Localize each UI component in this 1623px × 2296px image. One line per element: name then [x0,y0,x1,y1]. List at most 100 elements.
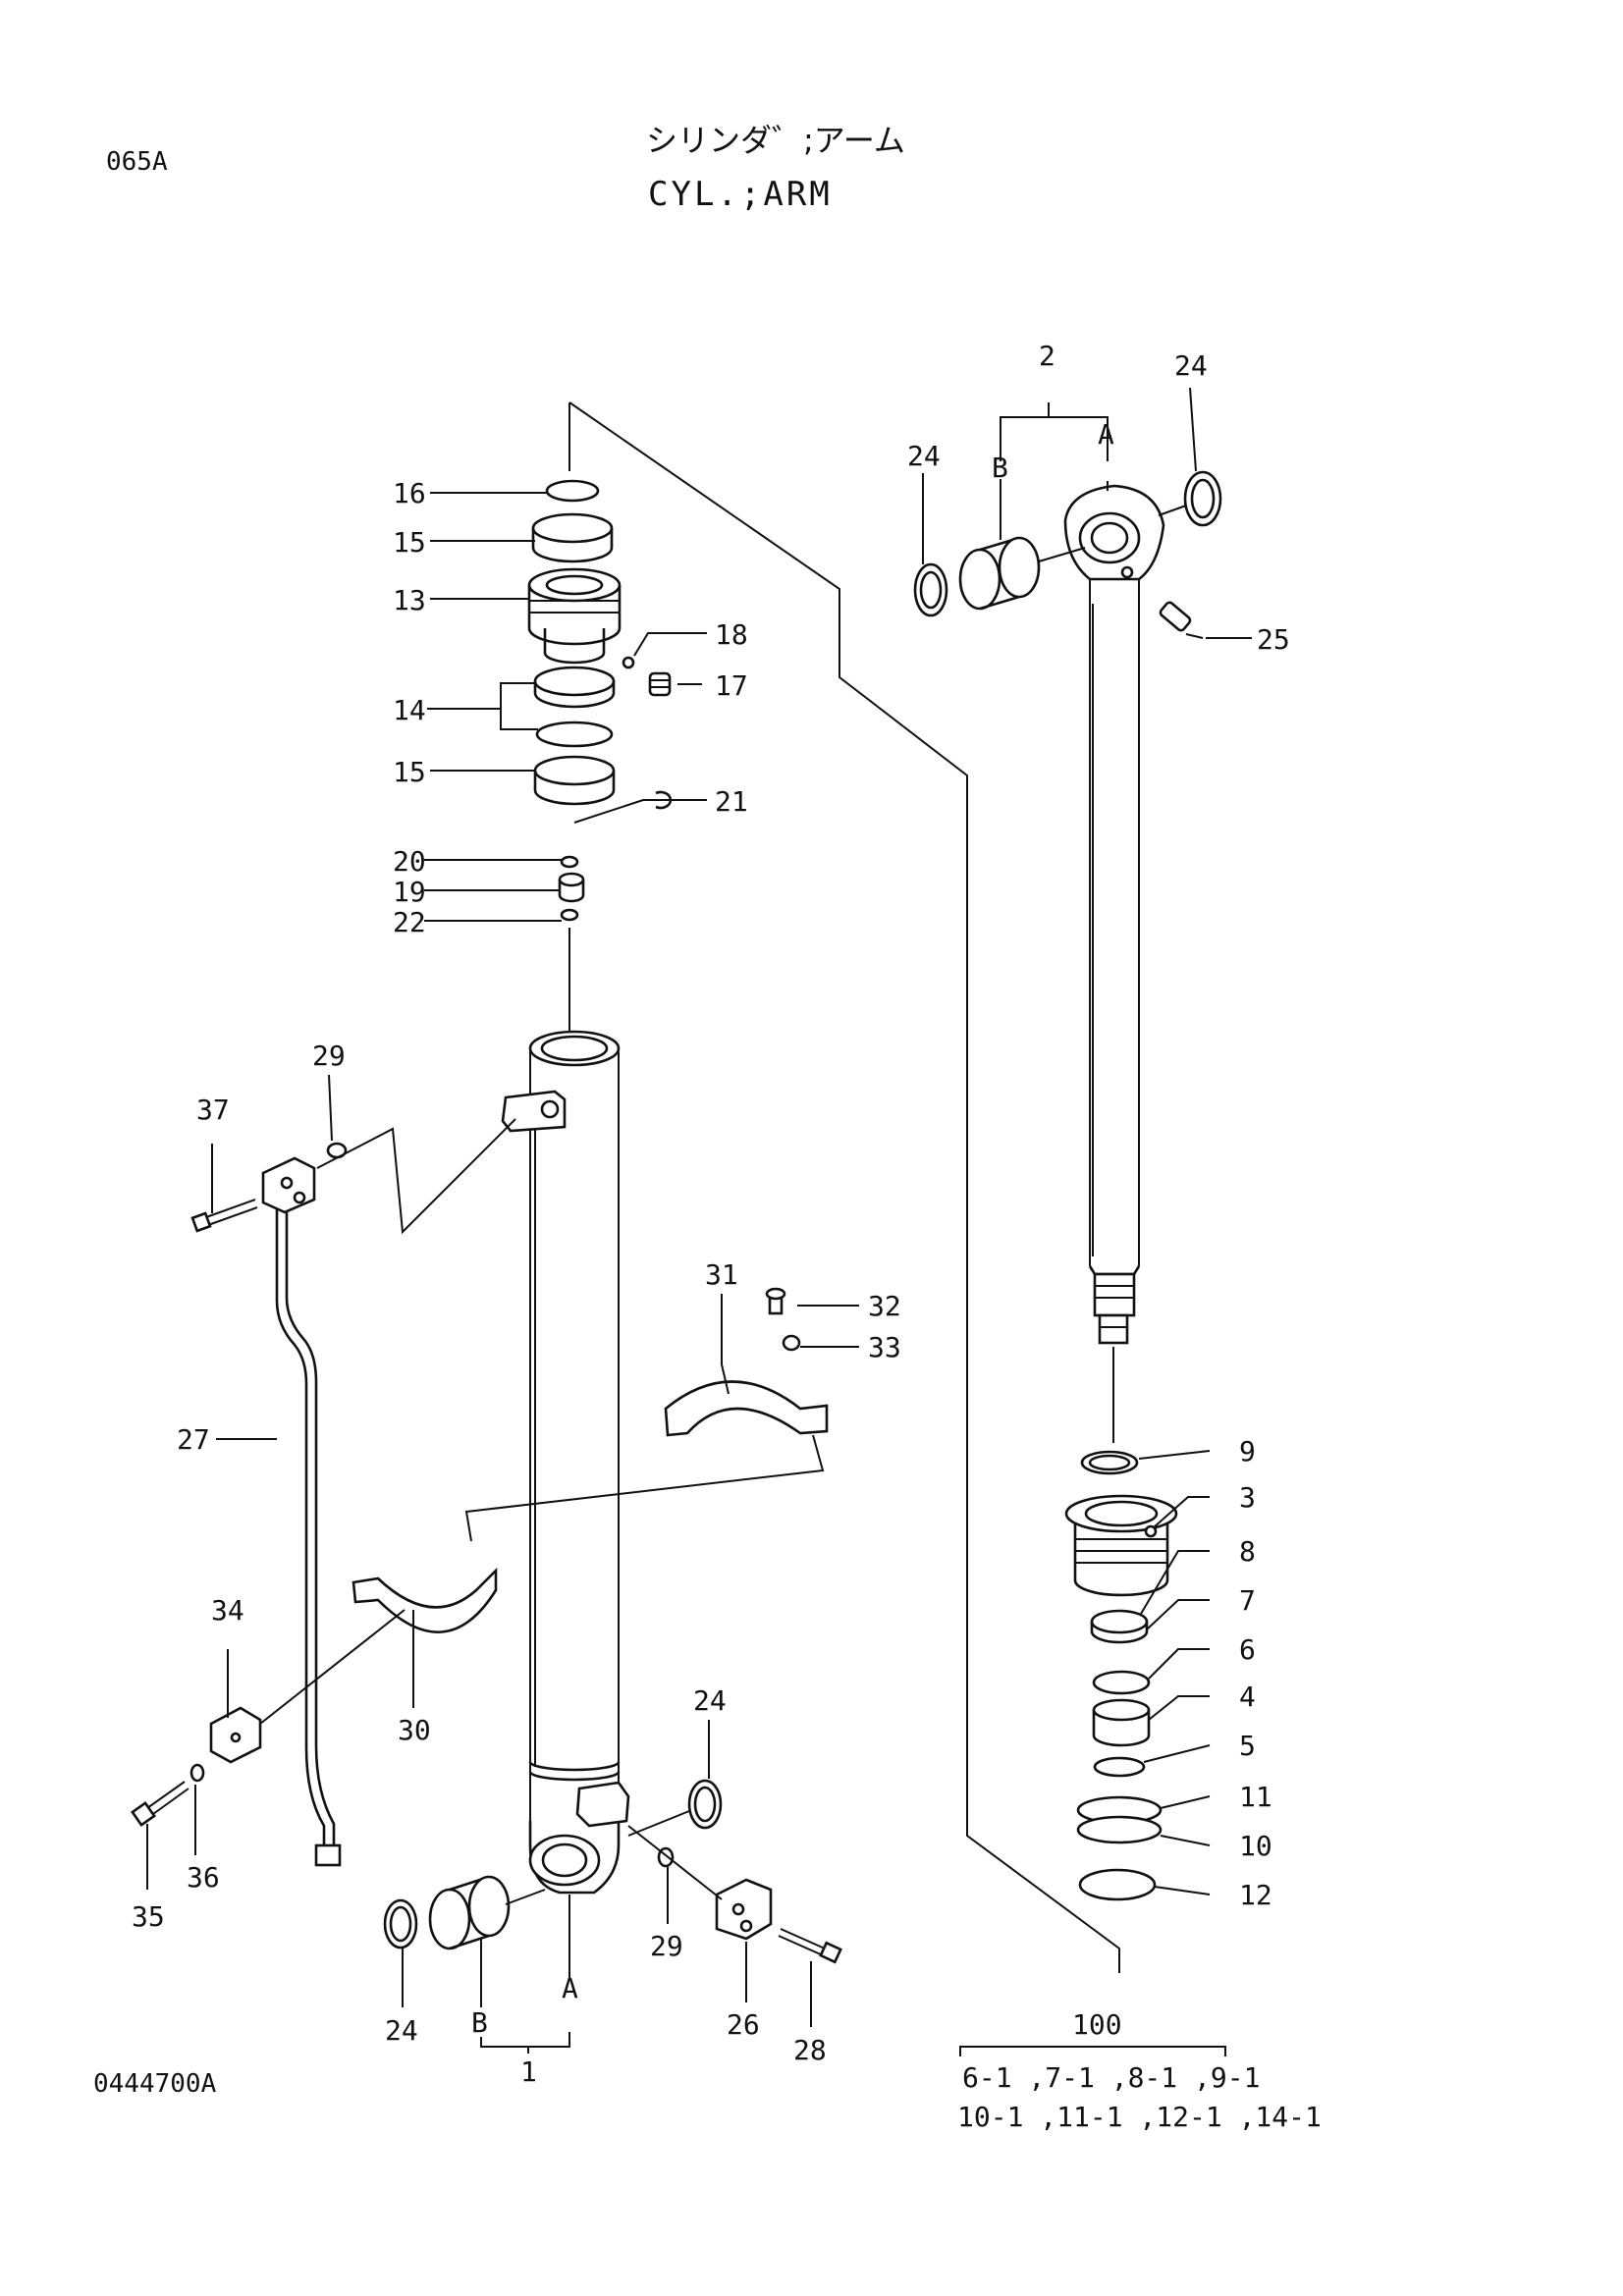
callout-9: 9 [1239,1435,1256,1468]
seal-bottom-right-axis [627,1810,690,1837]
callout-A-bottom: A [562,1972,578,2004]
part-28-bolt [778,1928,842,1964]
pipe-connection-line-top [316,1118,516,1235]
callout-5: 5 [1239,1730,1256,1762]
part-4-bushing [1092,1698,1151,1747]
callout-7: 7 [1239,1584,1256,1617]
title-english: CYL.;ARM [648,175,833,214]
callout-A-top: A [1098,418,1114,451]
callout-2: 2 [1039,340,1055,372]
title-japanese: シリンダ゛;アーム [646,122,905,159]
piston-rod [1063,484,1165,1345]
flange-block-connection-line [627,1825,723,1900]
callout-25: 25 [1257,623,1290,656]
callout-31: 31 [705,1258,738,1291]
part-24-seal-top-right [1183,470,1222,527]
callout-27: 27 [177,1423,210,1456]
callout-21: 21 [715,785,748,818]
part-7-seal [1090,1609,1149,1644]
callout-B-bottom: B [471,2006,488,2039]
part-35-bolt [131,1781,189,1827]
callout-26: 26 [727,2008,760,2041]
part-15-wear-ring-lower [533,755,616,806]
part-22-ring [560,908,579,922]
bracket-30-leader [254,1609,406,1729]
callout-4: 4 [1239,1681,1256,1713]
kit-number: 100 [1072,2008,1122,2041]
part-32-bolt [765,1287,786,1315]
part-16-shim [545,479,600,503]
callout-24-bottom: 24 [385,2014,418,2047]
callout-12: 12 [1239,1879,1272,1911]
part-5-ring [1093,1756,1146,1778]
assembly-flow-line [568,401,1120,1973]
leader-lines [146,387,1252,2056]
callout-33: 33 [868,1331,901,1363]
callout-17: 17 [715,669,748,702]
part-37-bolt [190,1199,258,1233]
bushing-top-axis [1038,547,1086,562]
pipe-flange-block [261,1156,316,1214]
part-36-washer [189,1763,205,1783]
part-9-ring [1080,1450,1139,1475]
part-25-grease-fitting [1159,601,1204,639]
part-34-block [209,1706,262,1764]
callout-34: 34 [211,1594,244,1627]
callout-29-top: 29 [312,1040,346,1072]
part-10-ring [1076,1815,1163,1844]
part-19-collar [558,872,585,903]
callout-36: 36 [187,1861,220,1894]
callout-B-top: B [992,452,1008,484]
callout-24-top-right: 24 [1174,349,1208,382]
bushing-bottom-axis [505,1889,546,1905]
callout-13: 13 [393,584,426,616]
kit-parts-line-1: 6-1 ,7-1 ,8-1 ,9-1 [962,2061,1260,2094]
part-14-seal-ring [533,666,616,748]
callout-6: 6 [1239,1633,1256,1666]
kit-parts-line-2: 10-1 ,11-1 ,12-1 ,14-1 [957,2101,1322,2133]
callout-8: 8 [1239,1535,1256,1568]
part-13-piston [527,567,622,665]
callout-35: 35 [132,1900,165,1933]
callout-29-bottom: 29 [650,1930,683,1962]
part-27-pipe [275,1202,342,1867]
callout-15-lower: 15 [393,756,426,788]
part-31-band [664,1380,829,1437]
band-connection-line [464,1434,825,1542]
callout-15-upper: 15 [393,526,426,559]
part-b-bushing-top [958,536,1041,611]
callout-24-mid: 24 [693,1684,727,1717]
cylinder-tube [501,1030,630,1895]
callout-20: 20 [393,845,426,878]
callout-32: 32 [868,1290,901,1322]
callout-1: 1 [520,2056,537,2088]
part-24-seal-top-left [913,562,948,617]
part-17-set-screw [648,671,672,697]
part-18-ball [622,656,635,669]
part-24-seal-bottom-right [687,1779,723,1830]
part-30-band [352,1567,498,1633]
callout-22: 22 [393,906,426,938]
callout-18: 18 [715,618,748,651]
callout-30: 30 [398,1714,431,1746]
part-26-flange-block [715,1878,773,1941]
part-33-washer [782,1334,801,1352]
callout-3: 3 [1239,1481,1256,1514]
part-3-rod-cover [1064,1494,1178,1597]
part-6-ring [1092,1670,1151,1695]
callout-14: 14 [393,694,426,726]
part-15-wear-ring-upper [531,512,614,563]
callout-37: 37 [196,1094,230,1126]
seal-top-right-axis [1158,505,1187,516]
drawing-number: 0444700A [93,2069,217,2099]
callout-24-top-left: 24 [907,440,941,472]
callout-16: 16 [393,477,426,509]
callout-19: 19 [393,876,426,908]
callout-11: 11 [1239,1781,1272,1813]
page-code: 065A [106,147,168,177]
part-20-ring [560,855,579,869]
callout-28: 28 [793,2034,827,2066]
part-24-seal-bottom-left [383,1898,418,1949]
callout-10: 10 [1239,1830,1272,1862]
